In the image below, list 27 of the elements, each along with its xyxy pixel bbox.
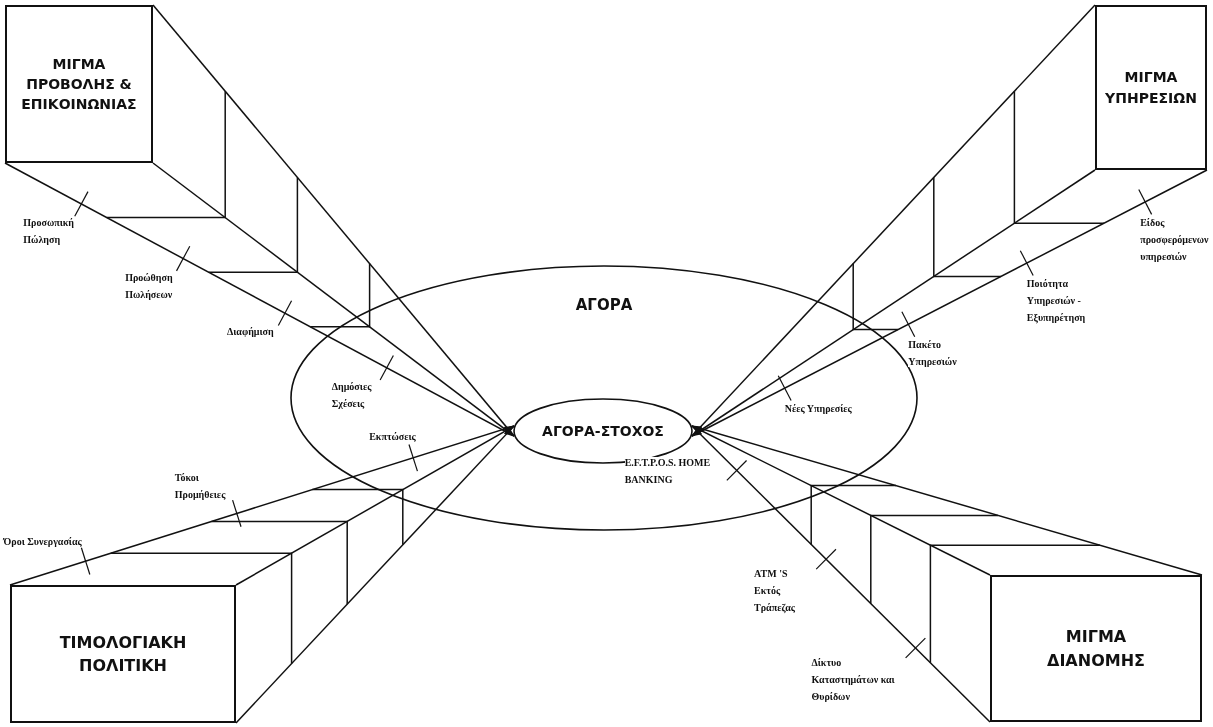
node-label: ΤΙΜΟΛΟΓΙΑΚΗ ΠΟΛΙΤΙΚΗ (58, 631, 188, 677)
mix-box (5, 5, 153, 163)
segment-label: Δημόσιες Σχέσεις (331, 379, 373, 411)
arrow (691, 169, 1096, 437)
segment-label: Προώθηση Πωλήσεων (125, 270, 174, 302)
mix-box (10, 585, 236, 723)
node-label: ΜΙΓΜΑ ΔΙΑΝΟΜΗΣ (1046, 626, 1146, 672)
segment-label: Προσωπική Πώληση (23, 215, 76, 247)
segment-label: Τόκοι Προμήθειες (174, 471, 227, 503)
segment-label: ATM 'S Εκτός Τράπεζας (754, 567, 797, 616)
arrow (152, 162, 515, 437)
segment-label: Είδος προσφερόμενων υπηρεσιών (1140, 215, 1210, 264)
arrow (691, 425, 991, 576)
segment-label: Δίκτυο Καταστημάτων και Θυρίδων (811, 656, 896, 704)
segment-label: Εκπτώσεις (369, 429, 417, 444)
segment-label: Ποιότητα Υπηρεσιών - Εξυπηρέτηση (1026, 277, 1087, 326)
segment-label: Διαφήμιση (226, 325, 275, 340)
arrow (235, 425, 515, 586)
mix-box (990, 575, 1202, 722)
segment-label: Νέες Υπηρεσίες (784, 402, 853, 417)
node-label: ΑΓΟΡΑ (574, 295, 634, 316)
node-label: ΜΙΓΜΑ ΠΡΟΒΟΛΗΣ & ΕΠΙΚΟΙΝΩΝΙΑΣ (20, 54, 138, 115)
segment-label: Όροι Συνεργασίας (3, 535, 83, 550)
segment-label: Πακέτο Υπηρεσιών (908, 338, 958, 370)
node-label: ΜΙΓΜΑ ΥΠΗΡΕΣΙΩΝ (1104, 68, 1198, 108)
node-label: ΑΓΟΡΑ-ΣΤΟΧΟΣ (541, 421, 665, 441)
mix-box (1095, 5, 1207, 170)
